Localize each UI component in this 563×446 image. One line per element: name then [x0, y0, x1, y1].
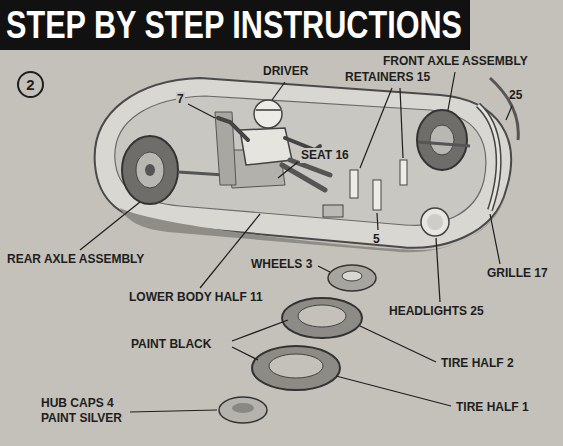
callout-number: 7 — [176, 92, 185, 107]
part-label: REAR AXLE ASSEMBLY — [6, 252, 145, 267]
step-circle: 2 — [17, 71, 44, 98]
part-label: RETAINERS 15 — [344, 70, 431, 85]
callout-number: 5 — [372, 232, 381, 247]
title-band: STEP BY STEP INSTRUCTIONS — [0, 0, 470, 50]
callout-number: 25 — [508, 88, 523, 103]
title: STEP BY STEP INSTRUCTIONS — [6, 4, 462, 46]
step-number: 2 — [26, 76, 34, 93]
part-label: DRIVER — [262, 64, 309, 79]
part-label: TIRE HALF 1 — [455, 400, 530, 415]
part-label: HEADLIGHTS 25 — [388, 304, 485, 319]
part-label: WHEELS 3 — [250, 257, 313, 272]
part-label: GRILLE 17 — [486, 266, 549, 281]
part-label: FRONT AXLE ASSEMBLY — [382, 54, 529, 69]
part-label: SEAT 16 — [300, 148, 350, 163]
part-label: HUB CAPS 4 PAINT SILVER — [40, 396, 138, 426]
part-label: PAINT BLACK — [130, 337, 212, 352]
part-label: TIRE HALF 2 — [440, 356, 515, 371]
part-label: LOWER BODY HALF 11 — [128, 290, 264, 305]
